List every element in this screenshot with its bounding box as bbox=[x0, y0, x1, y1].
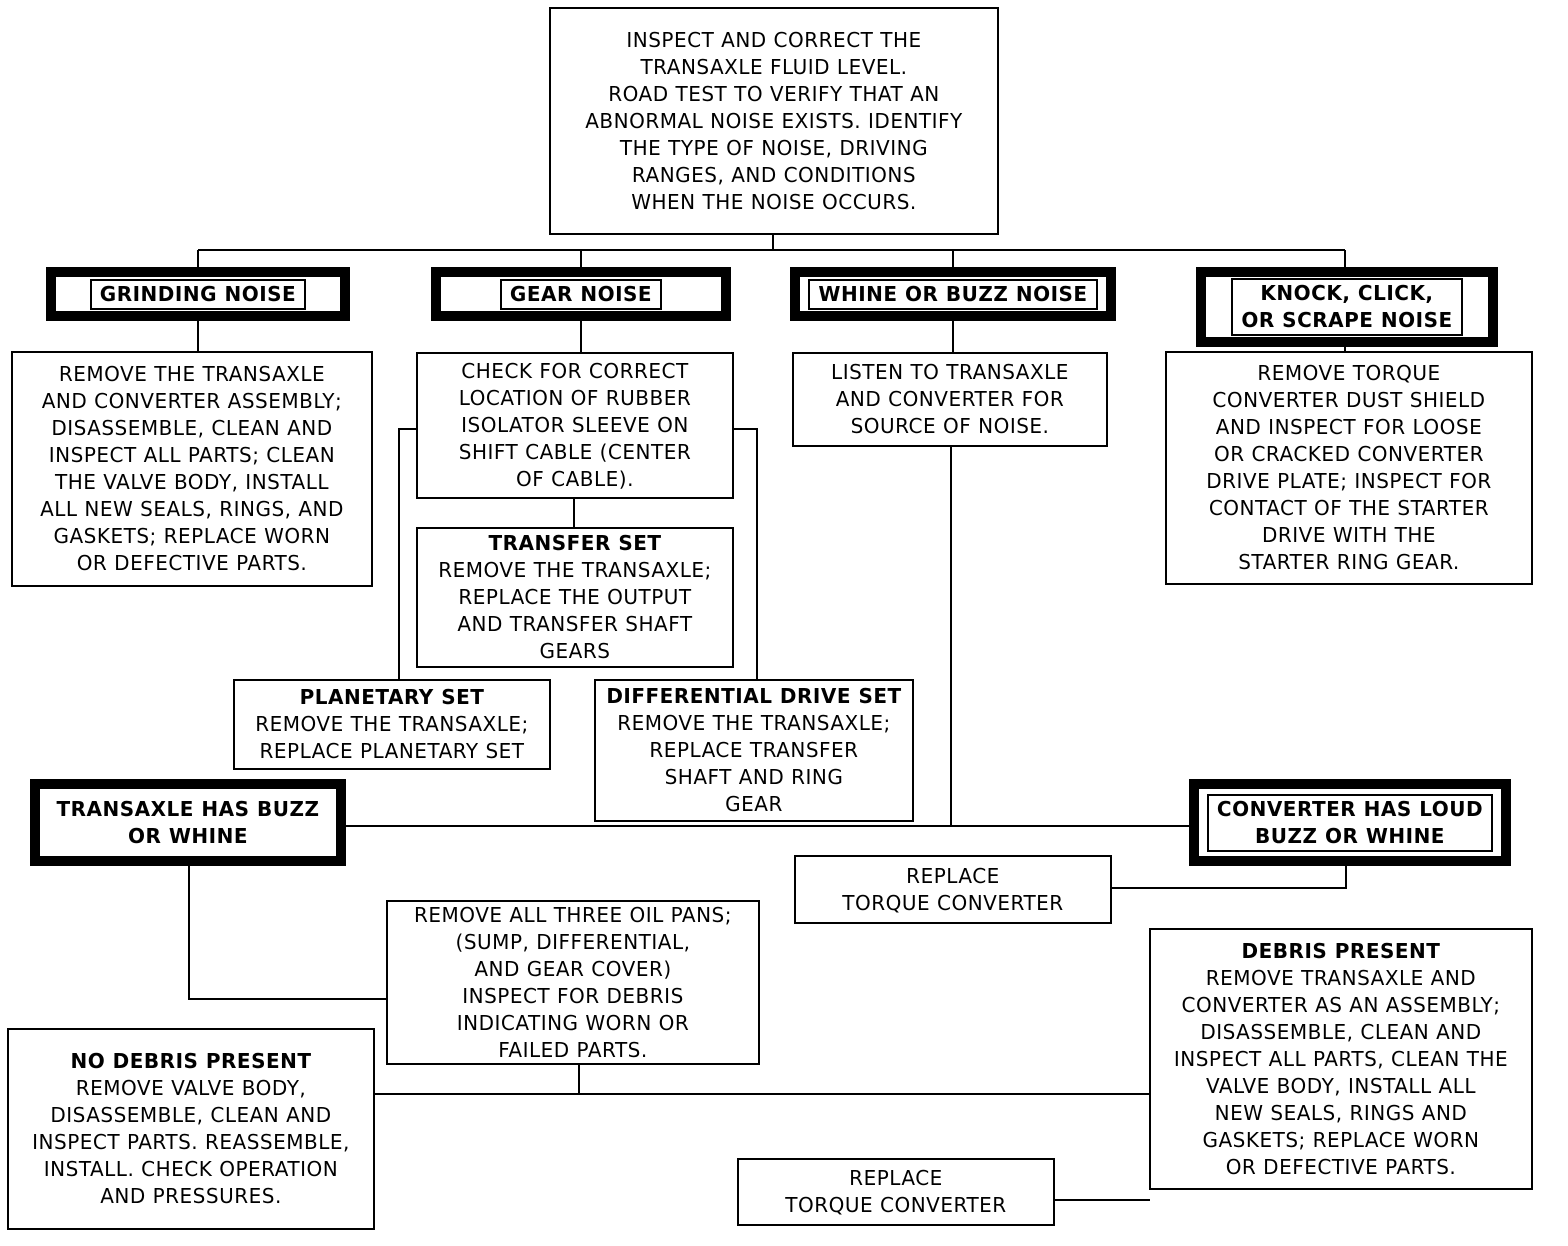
debris-title: DEBRIS PRESENT bbox=[1241, 938, 1441, 963]
no-debris-title: NO DEBRIS PRESENT bbox=[70, 1049, 312, 1073]
knock-action-text: REMOVE TORQUE CONVERTER DUST SHIELD AND … bbox=[1206, 361, 1492, 574]
oil-pans-text: REMOVE ALL THREE OIL PANS; (SUMP, DIFFER… bbox=[414, 902, 732, 1062]
transaxle-buzz-box: TRANSAXLE HAS BUZZ OR WHINE bbox=[30, 779, 346, 866]
planetary-set-body: REMOVE THE TRANSAXLE; REPLACE PLANETARY … bbox=[255, 712, 529, 763]
no-debris-body: REMOVE VALVE BODY, DISASSEMBLE, CLEAN AN… bbox=[32, 1076, 350, 1208]
category-whine-buzz-noise: WHINE OR BUZZ NOISE bbox=[790, 267, 1116, 321]
planetary-set-box: PLANETARY SET REMOVE THE TRANSAXLE; REPL… bbox=[233, 679, 551, 770]
transfer-set-title: TRANSFER SET bbox=[488, 531, 662, 555]
converter-buzz-label: CONVERTER HAS LOUD BUZZ OR WHINE bbox=[1206, 793, 1494, 852]
category-grinding-noise: GRINDING NOISE bbox=[46, 267, 350, 321]
replace-converter-text-1: REPLACE TORQUE CONVERTER bbox=[842, 863, 1064, 915]
planetary-set-title: PLANETARY SET bbox=[299, 685, 485, 709]
debris-box: DEBRIS PRESENT REMOVE TRANSAXLE AND CONV… bbox=[1149, 928, 1533, 1190]
category-knock-click-scrape-noise: KNOCK, CLICK, OR SCRAPE NOISE bbox=[1196, 267, 1498, 347]
category-grinding-label: GRINDING NOISE bbox=[89, 278, 307, 310]
no-debris-box: NO DEBRIS PRESENT REMOVE VALVE BODY, DIS… bbox=[7, 1028, 375, 1230]
transaxle-buzz-label: TRANSAXLE HAS BUZZ OR WHINE bbox=[56, 796, 320, 848]
category-knock-label: KNOCK, CLICK, OR SCRAPE NOISE bbox=[1231, 278, 1463, 336]
differential-set-body: REMOVE THE TRANSAXLE; REPLACE TRANSFER S… bbox=[617, 711, 891, 816]
transfer-set-box: TRANSFER SET REMOVE THE TRANSAXLE; REPLA… bbox=[416, 527, 734, 668]
converter-buzz-box: CONVERTER HAS LOUD BUZZ OR WHINE bbox=[1189, 779, 1511, 866]
gear-check-box: CHECK FOR CORRECT LOCATION OF RUBBER ISO… bbox=[416, 352, 734, 499]
grinding-action-text: REMOVE THE TRANSAXLE AND CONVERTER ASSEM… bbox=[40, 362, 344, 575]
replace-converter-text-2: REPLACE TORQUE CONVERTER bbox=[785, 1166, 1007, 1217]
gear-check-text: CHECK FOR CORRECT LOCATION OF RUBBER ISO… bbox=[458, 359, 692, 491]
whine-action-text: LISTEN TO TRANSAXLE AND CONVERTER FOR SO… bbox=[831, 360, 1069, 438]
knock-action-box: REMOVE TORQUE CONVERTER DUST SHIELD AND … bbox=[1165, 351, 1533, 585]
oil-pans-box: REMOVE ALL THREE OIL PANS; (SUMP, DIFFER… bbox=[386, 900, 760, 1065]
category-gear-noise: GEAR NOISE bbox=[431, 267, 731, 321]
start-box: INSPECT AND CORRECT THE TRANSAXLE FLUID … bbox=[549, 7, 999, 235]
grinding-action-box: REMOVE THE TRANSAXLE AND CONVERTER ASSEM… bbox=[11, 351, 373, 587]
debris-body: REMOVE TRANSAXLE AND CONVERTER AS AN ASS… bbox=[1173, 965, 1509, 1179]
whine-action-box: LISTEN TO TRANSAXLE AND CONVERTER FOR SO… bbox=[792, 352, 1108, 447]
category-gear-label: GEAR NOISE bbox=[499, 278, 663, 310]
replace-converter-box-2: REPLACE TORQUE CONVERTER bbox=[737, 1158, 1055, 1226]
start-box-text: INSPECT AND CORRECT THE TRANSAXLE FLUID … bbox=[585, 27, 963, 214]
transfer-set-body: REMOVE THE TRANSAXLE; REPLACE THE OUTPUT… bbox=[438, 558, 712, 663]
replace-converter-box-1: REPLACE TORQUE CONVERTER bbox=[794, 855, 1112, 924]
differential-drive-set-box: DIFFERENTIAL DRIVE SET REMOVE THE TRANSA… bbox=[594, 679, 914, 822]
differential-set-title: DIFFERENTIAL DRIVE SET bbox=[606, 684, 902, 708]
category-whine-label: WHINE OR BUZZ NOISE bbox=[808, 278, 1098, 310]
